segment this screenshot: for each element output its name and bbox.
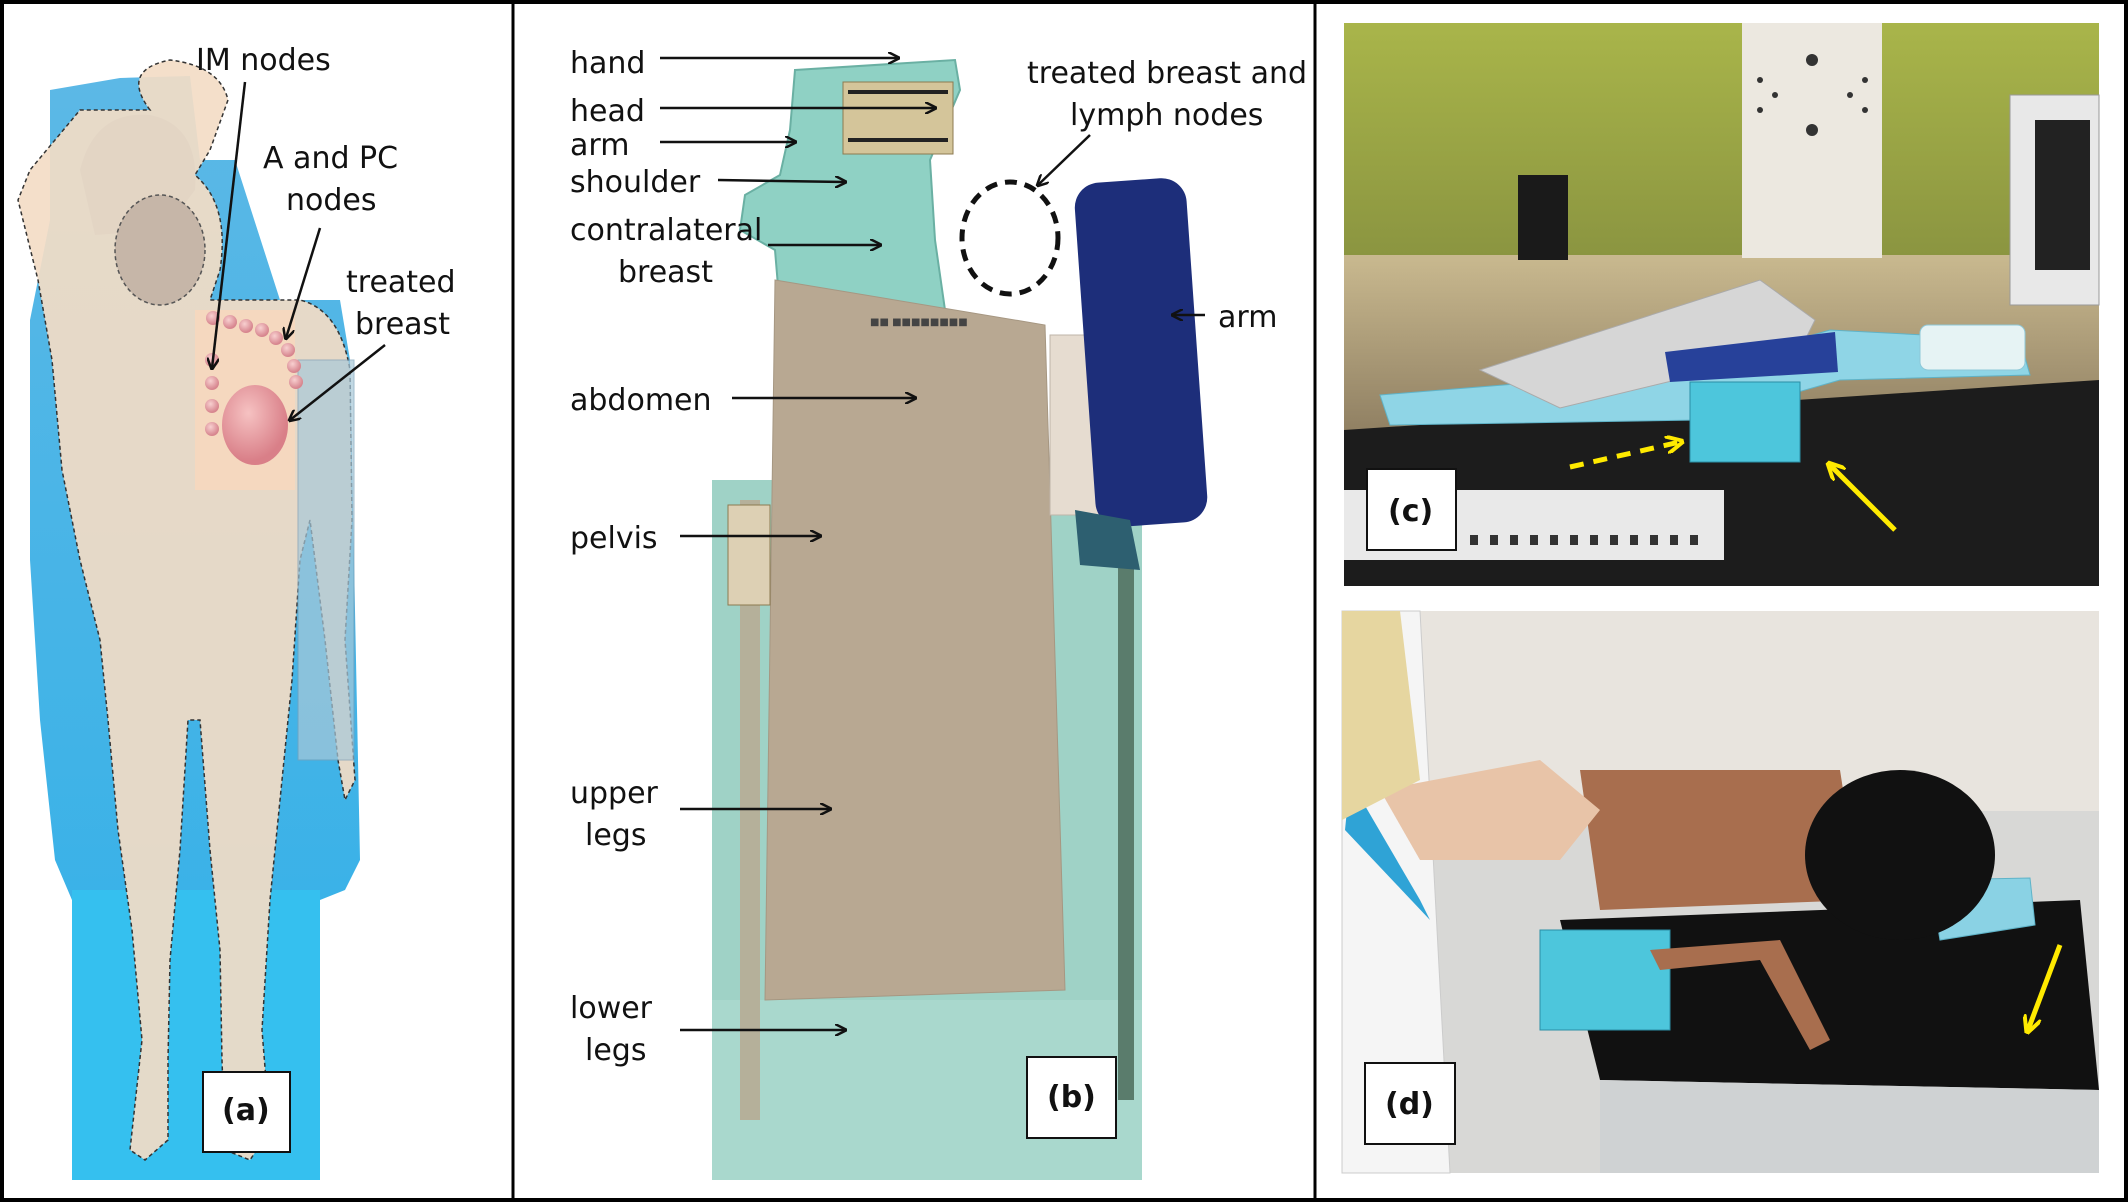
label-upper-legs: legs (585, 818, 646, 853)
panel-c-letter: (c) (1388, 494, 1433, 529)
arrow-treated (290, 344, 386, 420)
label-contralateral: contralateral (570, 213, 762, 248)
photo-d-staff-hair (1342, 611, 1420, 820)
photo-c-gantry-grid (2035, 120, 2090, 270)
label-arm-right: arm (1218, 300, 1277, 335)
treated-breast-plate (297, 359, 355, 761)
treated-breast-shape (222, 385, 288, 465)
photo-d-device (1539, 929, 1671, 1031)
photo-c-lift (1689, 381, 1801, 463)
photo-d-patient-body (1580, 770, 1860, 910)
photo-c-arm-pad (1665, 332, 1838, 382)
arrow-a-pc (286, 227, 322, 338)
photo-d-staff-lanyard (1345, 780, 1430, 920)
lymph-nodes (205, 311, 303, 436)
photo-d-patient-hair (1805, 770, 1995, 940)
label-upper: upper (570, 776, 659, 811)
label-lower: lower (570, 991, 653, 1026)
arm-pad-base (1075, 510, 1140, 570)
label-contralateral-breast: breast (618, 255, 713, 290)
photo-d-patient-arm (1650, 940, 1830, 1050)
label-treated-1: treated (346, 265, 456, 300)
photo-c-head-support (1919, 324, 2026, 371)
label-a-pc-2: nodes (286, 183, 377, 218)
panel-d-letter-box (1364, 1062, 1456, 1145)
label-hand: hand (570, 46, 645, 81)
panel-d-letter: (d) (1385, 1087, 1434, 1122)
photo-d-arrow (2028, 944, 2063, 1030)
panel-c: (c) (1344, 23, 2100, 586)
panel-a-letter-box (202, 1071, 291, 1153)
panel-d: (d) (1341, 610, 2099, 1174)
label-head: head (570, 94, 645, 129)
photo-c-wall-unit-holes (1757, 54, 1868, 136)
label-lower-legs: legs (585, 1033, 646, 1068)
panel-b-letter: (b) (1047, 1080, 1096, 1115)
label-arm: arm (570, 128, 629, 163)
panel-b: ■■ ■■■■■■■■ hand head arm shoulder contr… (570, 46, 1307, 1180)
label-im-nodes: IM nodes (196, 43, 331, 78)
label-shoulder: shoulder (570, 165, 701, 200)
photo-c-arrow-solid (1830, 465, 1897, 532)
head-shape (114, 194, 206, 306)
photo-c-wall (1344, 23, 2099, 263)
label-treated-2: breast (355, 307, 450, 342)
label-lymph-nodes: lymph nodes (1070, 98, 1263, 133)
label-pelvis: pelvis (570, 521, 658, 556)
arm-pad (1074, 178, 1208, 527)
arrow-shoulder (717, 180, 845, 182)
arrow-treated-breast (1038, 134, 1091, 185)
pelvis-clamp (727, 504, 771, 606)
abdomen-board (764, 279, 1066, 1001)
treated-breast-circle (959, 179, 1061, 297)
photo-d-couch-front (1600, 1080, 2099, 1173)
label-a-pc-1: A and PC (263, 141, 398, 176)
panel-b-letter-box (1026, 1056, 1117, 1139)
photo-c-board (1478, 279, 1816, 409)
photo-c-chair (1518, 175, 1568, 260)
label-abdomen: abdomen (570, 383, 712, 418)
panel-a: IM nodes A and PC nodes treated breast (… (17, 43, 456, 1180)
label-treated-breast-nodes: treated breast and (1027, 56, 1307, 91)
photo-c-arrow-dashed (1569, 442, 1680, 470)
arrow-im-nodes (212, 81, 247, 368)
photo-d-staff-arms (1380, 760, 1600, 860)
panel-c-letter-box (1366, 468, 1457, 551)
right-rail (1118, 560, 1134, 1100)
panel-a-letter: (a) (222, 1093, 270, 1128)
board-small-label: ■■ ■■■■■■■■ (870, 317, 968, 328)
photo-c-rail-marks (1470, 535, 1698, 545)
